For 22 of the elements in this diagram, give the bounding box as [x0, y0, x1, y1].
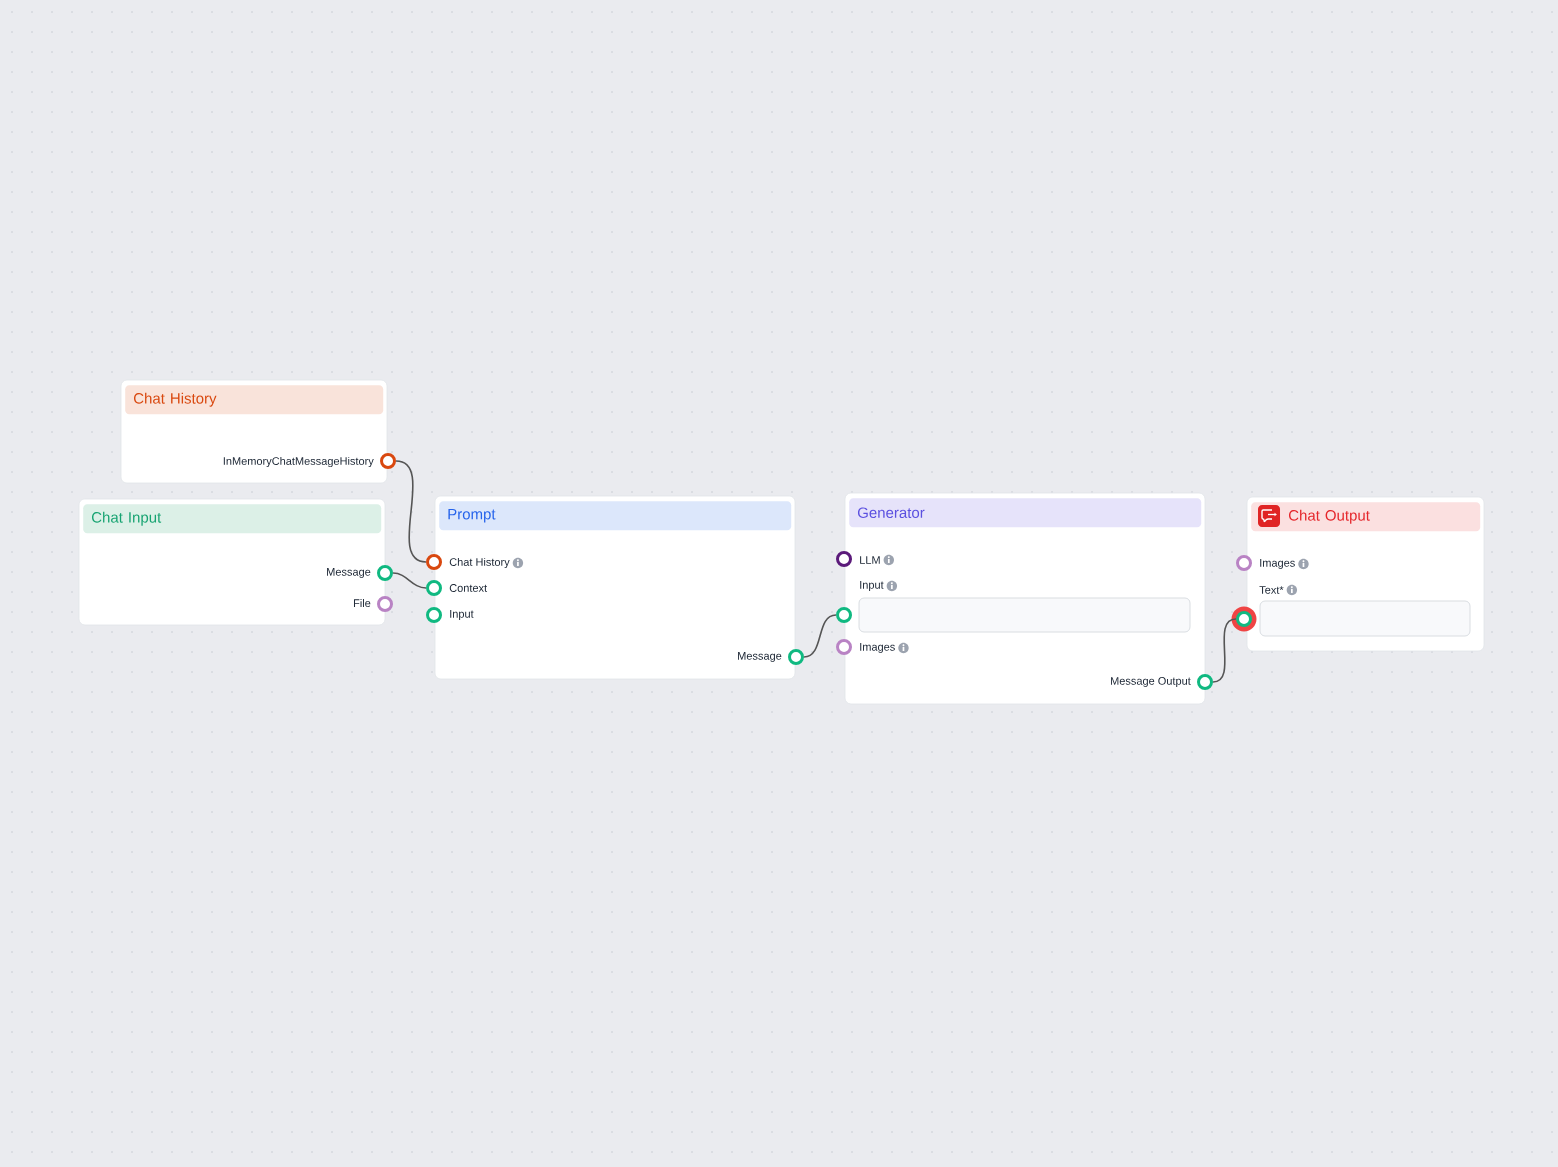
card-header: Generator: [849, 498, 1202, 528]
connector: [395, 460, 427, 563]
port-label: Input: [450, 610, 474, 620]
card-header: Prompt: [439, 501, 792, 531]
port-label: Context: [449, 584, 488, 592]
port-label: LLM: [860, 556, 880, 564]
port-label: Message: [738, 652, 782, 662]
card-header: Chat Input: [83, 504, 382, 534]
port-label: Input: [860, 581, 884, 591]
port-label: Message: [327, 568, 371, 578]
card-header: Chat History: [125, 385, 384, 415]
connector: [803, 614, 837, 658]
port-label: Images: [1260, 559, 1295, 569]
port-label: Message Output: [1111, 677, 1191, 687]
connector: [1212, 618, 1237, 683]
port-label: InMemoryChatMessageHistory: [223, 456, 374, 468]
card-header: Chat Output: [1251, 502, 1481, 532]
port-label: Text*: [1259, 586, 1284, 594]
port-label: File: [354, 598, 371, 608]
connector: [392, 572, 427, 589]
port-label: Chat History: [449, 557, 510, 569]
port-label: Images: [860, 643, 895, 653]
